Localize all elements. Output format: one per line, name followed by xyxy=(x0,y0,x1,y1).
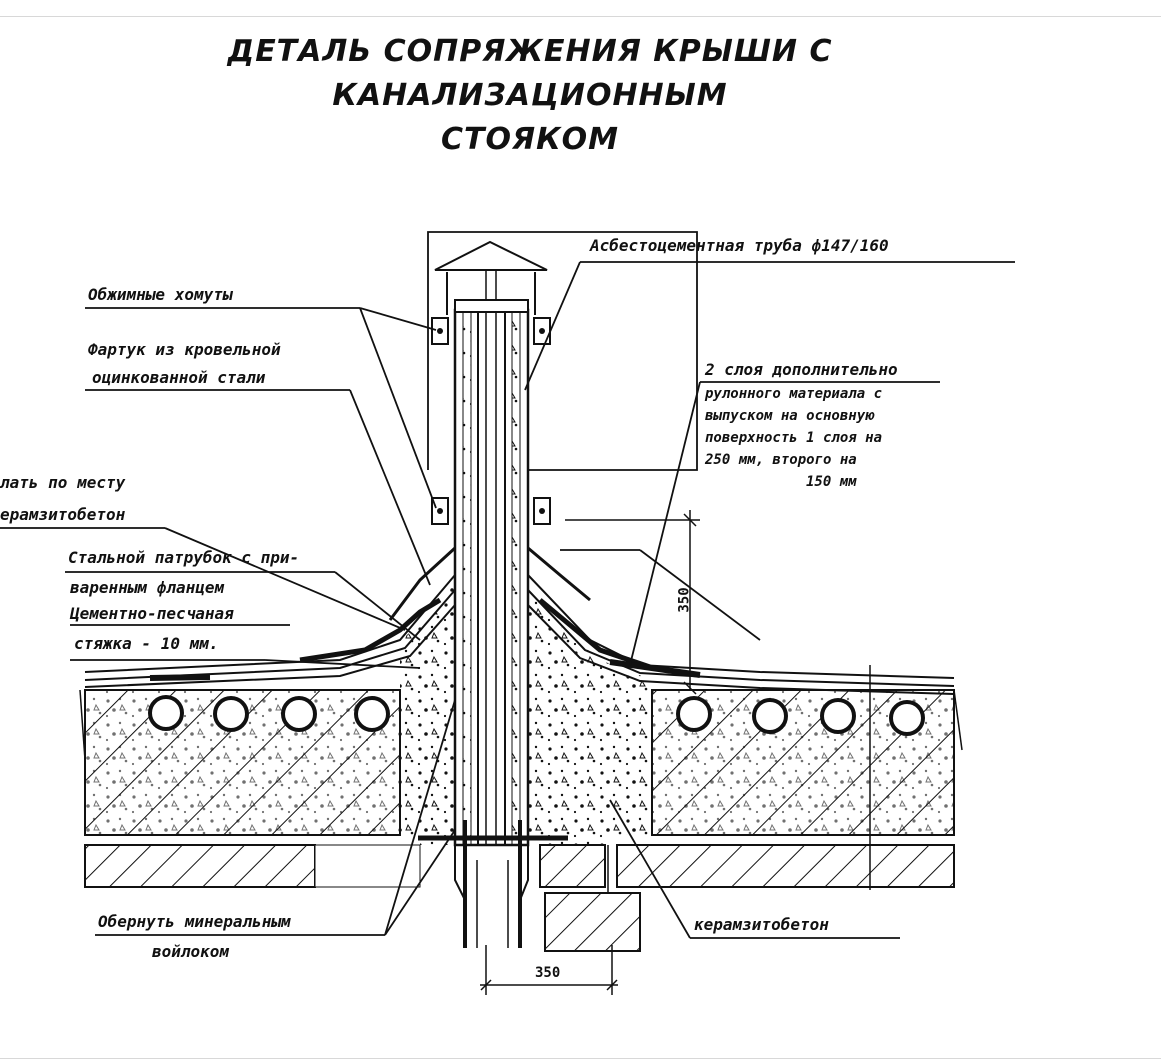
dimension-lines xyxy=(79,510,963,995)
label-apron-1: Фартук из кровельной xyxy=(88,340,281,359)
label-layers-3: выпуском на основную xyxy=(705,408,874,424)
crimp-clamps xyxy=(431,317,551,525)
dimension-horizontal: 350 xyxy=(535,965,561,981)
label-layers-5: 250 мм, второго на xyxy=(705,452,857,468)
label-claydite: керамзитобетон xyxy=(694,915,829,934)
title-line-2: стояком xyxy=(441,122,619,157)
label-pipe: Асбестоцементная труба ф147/160 xyxy=(590,236,889,255)
leader-lines xyxy=(0,231,1015,939)
label-screed-2: стяжка - 10 мм. xyxy=(74,634,219,653)
label-layers-1: 2 слоя дополнительно xyxy=(705,360,898,379)
label-screed-1: Цементно-песчаная xyxy=(70,604,234,623)
left-hollow-cores xyxy=(148,695,390,732)
label-nozzle-1: Стальной патрубок с при- xyxy=(68,548,300,567)
drawing-title: деталь сопряжения крыши с канализационны… xyxy=(150,30,910,162)
label-apron-2: оцинкованной стали xyxy=(92,368,266,387)
label-layers-4: поверхность 1 слоя на xyxy=(705,430,883,446)
label-layers-6: 150 мм xyxy=(806,474,857,490)
label-nozzle-2: варенным фланцем xyxy=(70,578,225,597)
dimension-vertical: 350 xyxy=(676,587,693,613)
label-place-1: лать по месту xyxy=(0,473,126,492)
label-wrap-1: Обернуть минеральным xyxy=(98,912,291,931)
right-hollow-cores xyxy=(676,696,925,736)
bottom-divider xyxy=(0,1058,1161,1059)
label-place-2: ерамзитобетон xyxy=(0,505,126,524)
label-clamps: Обжимные хомуты xyxy=(88,285,233,304)
label-layers-2: рулонного материала с xyxy=(705,386,883,402)
asbestos-cement-pipe xyxy=(434,240,548,847)
top-divider xyxy=(0,16,1161,17)
steel-nozzle-flange xyxy=(418,820,568,948)
title-line-1: деталь сопряжения крыши с канализационны… xyxy=(227,34,833,113)
label-wrap-2: войлоком xyxy=(152,942,230,961)
apron-flashing xyxy=(388,546,591,621)
